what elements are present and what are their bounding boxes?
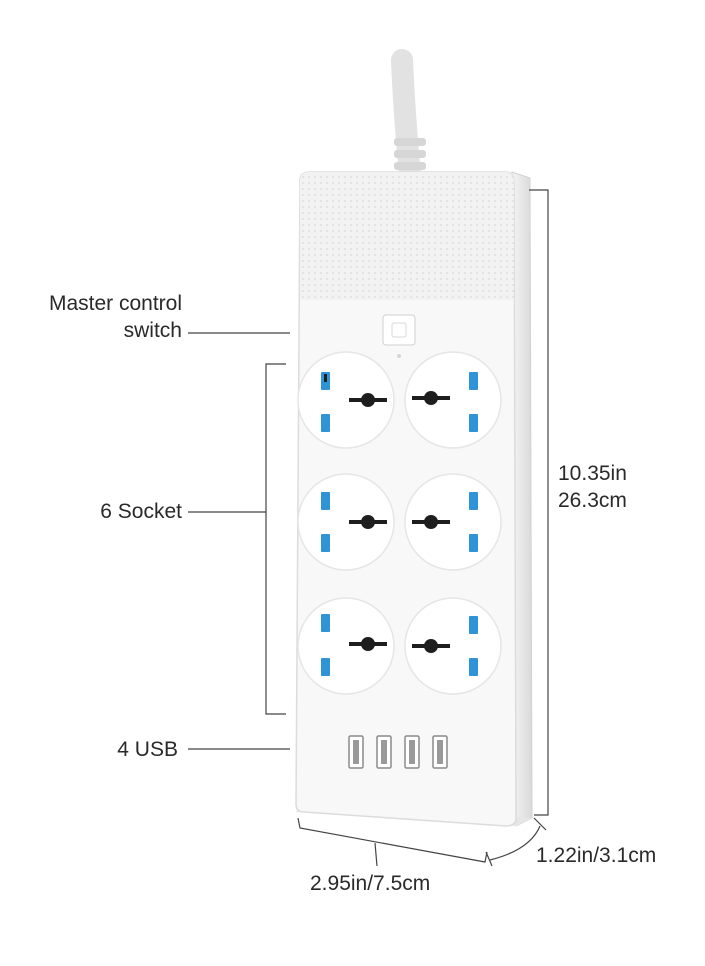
- usb-port: [348, 735, 364, 769]
- socket: [404, 351, 502, 449]
- socket: [404, 597, 502, 695]
- master-switch-label-line1: Master control: [48, 292, 182, 315]
- usb-port: [404, 735, 420, 769]
- usb-port: [376, 735, 392, 769]
- width-label: 2.95in/7.5cm: [310, 872, 431, 895]
- master-switch-label: Master control switch: [0, 290, 182, 344]
- power-cord: [391, 49, 426, 186]
- height-label-cm: 26.3cm: [558, 489, 627, 512]
- height-label: 10.35in 26.3cm: [558, 460, 627, 514]
- height-dimension-line: [529, 189, 549, 816]
- usb-count-label: 4 USB: [117, 738, 178, 761]
- usb-port: [432, 735, 448, 769]
- height-label-inches: 10.35in: [558, 462, 627, 485]
- bracket-sockets: [188, 363, 286, 715]
- depth-label: 1.22in/3.1cm: [536, 844, 657, 867]
- depth-dimension-line: [485, 817, 547, 867]
- indicator-led: [397, 354, 401, 358]
- master-switch-label-line2: switch: [123, 319, 182, 342]
- socket: [404, 473, 502, 571]
- socket: [297, 351, 395, 449]
- strip-grip-texture: [300, 172, 514, 300]
- socket-count-label: 6 Socket: [100, 500, 182, 523]
- socket: [297, 473, 395, 571]
- master-switch[interactable]: [382, 314, 416, 346]
- socket: [297, 597, 395, 695]
- width-dimension-line: [297, 817, 488, 867]
